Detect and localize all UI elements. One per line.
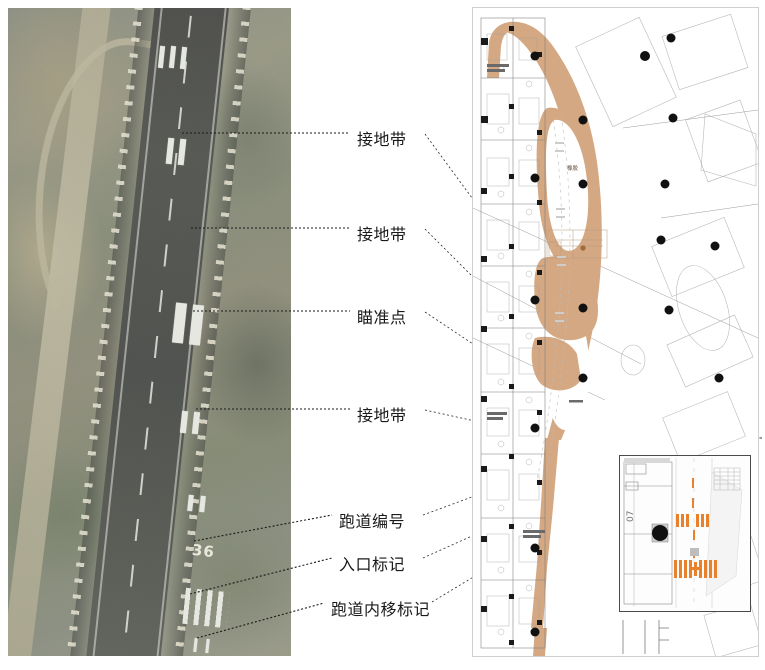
detail-inset-vector <box>620 456 750 611</box>
callout-threshold-marking: 入口标记 <box>339 555 406 574</box>
callout-runway-designation: 跑道编号 <box>339 512 406 531</box>
building-interior-detail <box>486 33 540 636</box>
runway-aerial-photograph: 36 <box>8 8 291 656</box>
paving-pattern <box>555 142 566 322</box>
runway-threshold-detail-enlargement: 07 <box>619 455 751 612</box>
structural-columns <box>481 26 542 645</box>
inset-runway-number: 07 <box>626 510 636 522</box>
plan-area-label: 橡胶 <box>567 164 579 172</box>
threshold-bars-lower <box>674 560 717 578</box>
airport-site-plan-drawing: 橡胶 <box>472 7 759 657</box>
plan-marker-brown <box>580 245 586 251</box>
plan-annotations <box>487 64 583 538</box>
touchdown-zone-bars-upper <box>676 514 709 527</box>
callout-displaced-threshold: 跑道内移标记 <box>331 600 431 619</box>
detail-node-marker <box>651 523 669 543</box>
site-plan-vector: 橡胶 <box>473 8 758 656</box>
scale-bar <box>622 620 669 654</box>
photo-grain-overlay <box>8 8 291 656</box>
pathway-dashes <box>536 115 571 481</box>
callout-touchdown-zone-3: 接地带 <box>357 406 407 425</box>
landscape-tan-shape <box>487 21 602 656</box>
callout-touchdown-zone-1: 接地带 <box>357 130 407 149</box>
site-point-markers <box>530 33 724 637</box>
building-floor-plan <box>480 17 546 649</box>
plaza-detail <box>546 229 608 259</box>
callout-aiming-point: 瞄准点 <box>357 308 407 327</box>
callout-touchdown-zone-2: 接地带 <box>357 225 407 244</box>
